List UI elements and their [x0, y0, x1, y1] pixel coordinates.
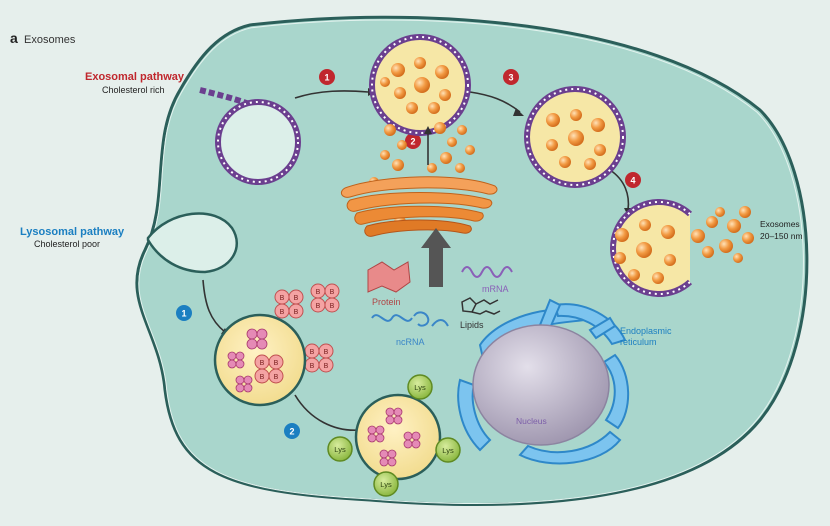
svg-text:3: 3: [508, 73, 513, 83]
mrna-icon: [461, 266, 513, 278]
step-badge-blue-1: 1: [176, 305, 192, 321]
svg-text:Lys: Lys: [334, 445, 346, 454]
protein-icon: [367, 261, 411, 293]
mvb-fusing: [610, 199, 693, 297]
er-label-line2: reticulum: [620, 337, 657, 347]
step-badge-red-1: 1: [319, 69, 335, 85]
svg-text:B: B: [316, 289, 321, 296]
nucleus: [472, 324, 610, 446]
svg-text:Lys: Lys: [414, 383, 426, 392]
ncrna-icon: [371, 311, 449, 327]
svg-text:B: B: [324, 363, 329, 370]
released-exosomes: [691, 206, 754, 263]
svg-text:B: B: [280, 295, 285, 302]
b-cluster-free-2: B B B B: [310, 283, 340, 313]
svg-text:B: B: [294, 309, 299, 316]
arrow-step-4: [609, 169, 630, 211]
lysosome-2: Lys: [327, 436, 353, 462]
nucleus-label: Nucleus: [516, 416, 547, 426]
ncrna-label: ncRNA: [396, 337, 425, 347]
endoplasmic-reticulum: [457, 298, 630, 465]
svg-text:B: B: [260, 360, 265, 367]
svg-text:B: B: [274, 374, 279, 381]
lipids-icon: [461, 297, 501, 315]
protein-label: Protein: [372, 297, 401, 307]
mvb-middle: [524, 86, 626, 188]
lipids-label: Lipids: [460, 320, 484, 330]
svg-text:B: B: [310, 349, 315, 356]
exosomal-pathway-label: Exosomal pathway: [85, 71, 185, 83]
svg-text:B: B: [316, 303, 321, 310]
lysosomal-invagination: [146, 212, 238, 274]
golgi-up-arrow: [424, 126, 432, 165]
golgi-apparatus: [340, 176, 498, 237]
lysosome-1: Lys: [407, 374, 433, 400]
exosome-size-label: 20–150 nm: [760, 231, 803, 241]
cholesterol-poor-label: Cholesterol poor: [34, 239, 100, 249]
svg-text:B: B: [330, 289, 335, 296]
cholesterol-rich-label: Cholesterol rich: [102, 85, 165, 95]
step-badge-red-3: 3: [503, 69, 519, 85]
svg-text:Lys: Lys: [442, 446, 454, 455]
lysosomal-pathway-label: Lysosomal pathway: [20, 226, 125, 238]
svg-text:B: B: [280, 309, 285, 316]
b-cluster-free-1: B B B B: [274, 289, 304, 319]
arrow-lyso-2: [294, 394, 361, 431]
mvb-top: [369, 34, 471, 136]
arrow-lyso-1: [202, 279, 226, 333]
svg-text:B: B: [260, 374, 265, 381]
svg-text:1: 1: [324, 73, 329, 83]
arrow-step-1: [294, 90, 369, 99]
cell-inner-highlight: [138, 19, 804, 505]
cell-body: [135, 15, 809, 507]
mvb-lysosomal: B B B B: [213, 313, 307, 407]
er-label-line1: Endoplasmic: [620, 326, 672, 336]
svg-text:B: B: [274, 360, 279, 367]
mrna-label: mRNA: [482, 284, 509, 294]
svg-text:B: B: [310, 363, 315, 370]
svg-text:Lys: Lys: [380, 480, 392, 489]
svg-text:4: 4: [630, 176, 635, 186]
lysosome-3: Lys: [435, 437, 461, 463]
svg-text:1: 1: [181, 309, 186, 319]
cargo-sorting-arrow: [421, 228, 451, 287]
svg-text:2: 2: [410, 137, 415, 147]
mvb-lysosome-fusion: [354, 393, 442, 481]
exosomes-label: Exosomes: [760, 219, 800, 229]
svg-text:2: 2: [289, 427, 294, 437]
exosomal-invagination: [199, 87, 301, 185]
step-badge-red-4: 4: [625, 172, 641, 188]
lysosome-4: Lys: [373, 471, 399, 497]
svg-text:B: B: [324, 349, 329, 356]
panel-letter: a: [10, 30, 18, 46]
panel-title: Exosomes: [24, 34, 76, 46]
svg-text:B: B: [330, 303, 335, 310]
step-badge-red-2: 2: [405, 133, 421, 149]
svg-text:B: B: [294, 295, 299, 302]
step-badge-blue-2: 2: [284, 423, 300, 439]
